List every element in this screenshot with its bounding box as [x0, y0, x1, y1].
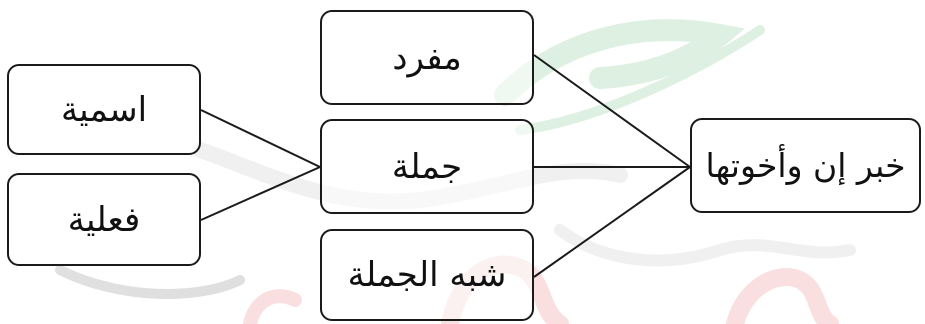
node-filiya: فعلية	[7, 173, 201, 266]
watermark-green-swoosh	[515, 25, 765, 135]
node-shibh-jumla-label: شبه الجملة	[347, 255, 507, 295]
watermark-gray-stroke-2	[554, 224, 856, 267]
edge-root-shibh	[533, 166, 691, 278]
node-jumla: جملة	[320, 119, 534, 214]
node-filiya-label: فعلية	[67, 199, 141, 240]
node-mufrad: مفرد	[320, 10, 534, 105]
edge-jumla-filiya	[200, 166, 321, 221]
watermark-red-shape-3	[243, 289, 302, 324]
watermark-red-shape-2	[726, 268, 839, 324]
watermark-black-stroke	[55, 265, 245, 299]
node-shibh-jumla: شبه الجملة	[320, 229, 534, 321]
edge-root-mufrad	[533, 54, 691, 168]
node-mufrad-label: مفرد	[392, 37, 462, 78]
node-jumla-label: جملة	[391, 146, 463, 187]
watermark-green-stroke	[494, 19, 746, 106]
node-ismiya-label: اسمية	[60, 89, 148, 130]
node-ismiya: اسمية	[7, 64, 201, 155]
edge-jumla-ismiya	[200, 109, 321, 168]
node-khabar-inna: خبر إن وأخوتها	[690, 118, 921, 213]
node-khabar-inna-label: خبر إن وأخوتها	[705, 146, 906, 185]
